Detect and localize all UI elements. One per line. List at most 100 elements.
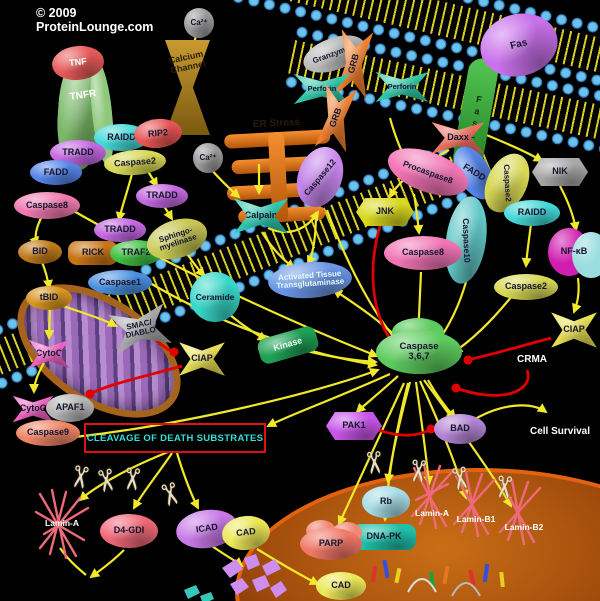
lamin-a-left-label: Lamin-A xyxy=(45,518,79,528)
node-label: Ca²⁺ xyxy=(199,152,217,162)
node-d4gdi: D4-GDI xyxy=(100,514,158,548)
node-label: Caspase9 xyxy=(26,427,70,438)
node-label: CAD xyxy=(235,526,257,539)
node-label: tBID xyxy=(39,292,59,303)
node-label: RICK xyxy=(82,247,104,258)
node-label: Calpain xyxy=(244,210,278,221)
node-parp: PARP xyxy=(300,528,362,560)
node-ca-bottom: Ca²⁺ xyxy=(193,143,223,173)
node-cad-2: CAD xyxy=(316,572,366,600)
node-caspase8-right: Caspase8 xyxy=(384,236,462,270)
node-label: D4-GDI xyxy=(113,525,145,536)
node-label: CytoC xyxy=(35,348,63,359)
lamin-fibers xyxy=(34,462,542,560)
node-label: Caspase12 xyxy=(301,156,338,197)
cleaved-fragments xyxy=(222,554,287,598)
node-label: APAF1 xyxy=(55,402,85,413)
node-nik: NIK xyxy=(532,158,588,186)
node-tradd-3: TRADD xyxy=(136,184,188,208)
node-label: Fas xyxy=(509,36,529,52)
node-label: RIP2 xyxy=(147,126,169,139)
node-label: BID xyxy=(32,246,48,257)
node-tradd-2: TRADD xyxy=(94,218,146,242)
node-label: DNA-PK xyxy=(366,531,402,542)
node-label: 3,6,7 xyxy=(408,351,430,362)
node-label: Daxx xyxy=(447,132,469,143)
node-label: GRB xyxy=(327,106,344,129)
node-caspase9: Caspase9 xyxy=(16,420,80,446)
node-label: PARP xyxy=(318,538,344,549)
node-label: Rb xyxy=(380,496,392,507)
copyright: © 2009 ProteinLounge.com xyxy=(36,6,153,34)
node-label: FADD xyxy=(43,166,69,177)
scissors-icon: ✂ xyxy=(485,473,521,502)
cell-survival-label: Cell Survival xyxy=(529,426,591,437)
node-tbid: tBID xyxy=(26,286,72,310)
node-label: Perforin xyxy=(387,82,417,92)
node-jnk: JNK xyxy=(356,198,414,226)
node-label: TRADD xyxy=(146,190,178,201)
node-label: TRAF2 xyxy=(121,247,151,258)
node-rick: RICK xyxy=(68,241,118,265)
node-rb: Rb xyxy=(362,486,410,518)
node-fadd-left: FADD xyxy=(30,160,82,185)
node-caspase367: Caspase 3,6,7 xyxy=(376,330,462,374)
activation-arrows xyxy=(29,25,582,585)
node-label: ICAD xyxy=(195,521,219,535)
lamin-b2-label: Lamin-B2 xyxy=(504,522,544,532)
lamin-a-right-label: Lamin-A xyxy=(415,508,449,518)
node-pak1: PAK1 xyxy=(326,412,382,440)
node-label: JNK xyxy=(375,206,394,217)
node-label: CIAP xyxy=(191,353,213,364)
node-label: Caspase8 xyxy=(401,247,445,258)
node-label: TRADD xyxy=(62,147,94,158)
node-label: NIK xyxy=(552,166,568,177)
cleavage-of-death-substrates-box: CLEAVAGE OF DEATH SUBSTRATES xyxy=(84,423,266,453)
node-label: Caspase2 xyxy=(504,281,548,292)
node-caspase8-left: Caspase8 xyxy=(14,192,80,219)
node-label: CAD xyxy=(331,580,351,591)
node-label: Caspase2 xyxy=(113,155,157,169)
node-label: GRB xyxy=(345,52,361,75)
scissors-icon: ✂ xyxy=(113,465,149,494)
scissors-icon: ✂ xyxy=(399,457,435,486)
node-label: Caspase10 xyxy=(460,217,473,263)
node-label: Caspase2 xyxy=(502,164,514,202)
node-label: TNF xyxy=(68,56,88,69)
node-ca-top: Ca²⁺ xyxy=(184,8,214,38)
node-bad: BAD xyxy=(434,414,486,444)
node-label: CIAP xyxy=(563,324,585,335)
nfkb-label: NF-κB xyxy=(560,246,588,256)
dna-fragments xyxy=(370,559,505,597)
copyright-year: © 2009 xyxy=(36,6,77,20)
node-label: Perforin xyxy=(307,84,337,94)
node-caspase1: Caspase1 xyxy=(88,270,152,295)
node-label: Transglutaminase xyxy=(275,276,345,291)
scissors-icon: ✂ xyxy=(355,448,391,477)
node-label: RAIDD xyxy=(517,207,547,218)
node-label: PAK1 xyxy=(342,420,366,431)
node-label: Caspase1 xyxy=(98,276,142,287)
node-apaf1: APAF1 xyxy=(46,394,94,422)
node-label: Kinase xyxy=(272,335,304,354)
node-label: Ceramide xyxy=(195,291,235,302)
node-label: RAIDD xyxy=(107,131,136,142)
copyright-site: ProteinLounge.com xyxy=(36,20,154,34)
node-label: CytoC xyxy=(19,403,47,414)
node-raidd-right: RAIDD xyxy=(504,200,560,226)
node-nfkb-cyan-lobe xyxy=(572,232,600,278)
node-label: Caspase xyxy=(399,341,439,353)
node-ceramide: Ceramide xyxy=(190,272,240,322)
cleavage-label: CLEAVAGE OF DEATH SUBSTRATES xyxy=(86,432,264,444)
node-bid: BID xyxy=(18,240,62,264)
node-dnapk: DNA-PK xyxy=(352,524,416,550)
lamin-b1-label: Lamin-B1 xyxy=(456,514,496,524)
node-label: TRADD xyxy=(104,224,136,235)
node-label: Procaspase8 xyxy=(401,157,455,186)
membrane-fragments xyxy=(184,585,214,601)
crma-label: CRMA xyxy=(517,354,547,365)
node-label: Caspase8 xyxy=(25,199,69,210)
node-label: Ca²⁺ xyxy=(190,17,208,27)
node-caspase2-right: Caspase2 xyxy=(494,274,558,300)
